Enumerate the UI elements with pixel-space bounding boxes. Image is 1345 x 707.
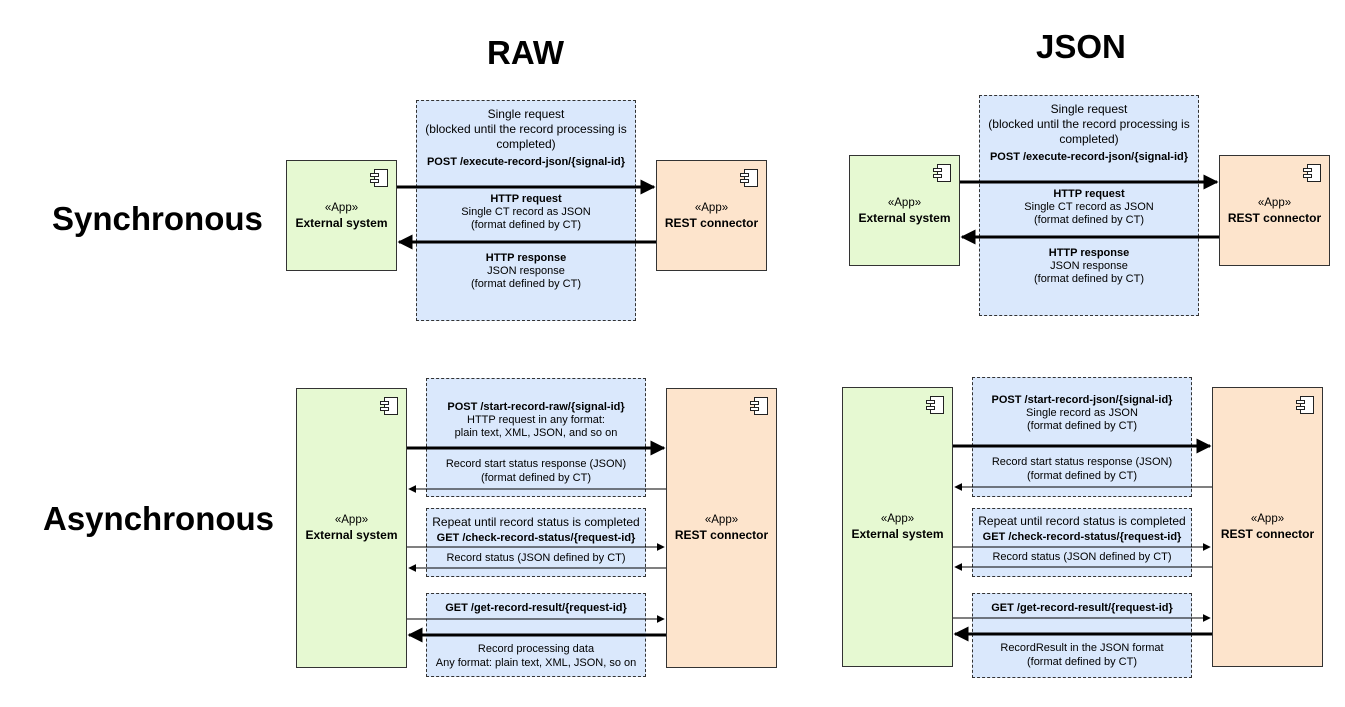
result-data-label: RecordResult in the JSON format bbox=[1000, 642, 1164, 654]
http-request-detail: Single CT record as JSON bbox=[461, 206, 591, 218]
start-status-response-detail: (format defined by CT) bbox=[1026, 470, 1138, 482]
http-response-title: HTTP response bbox=[1048, 247, 1130, 259]
start-request-detail: HTTP request in any format: bbox=[467, 414, 605, 426]
result-data-label: Record processing data bbox=[477, 643, 595, 655]
component-icon bbox=[740, 169, 758, 187]
component-icon bbox=[1303, 164, 1321, 182]
http-response-detail: JSON response bbox=[1050, 260, 1128, 272]
start-request-detail: plain text, XML, JSON, and so on bbox=[454, 427, 618, 439]
single-request-label: Single request bbox=[487, 107, 565, 121]
stereotype-label: «App» bbox=[334, 514, 369, 526]
component-name: External system bbox=[295, 215, 388, 230]
stereotype-label: «App» bbox=[694, 201, 729, 214]
endpoint-label: POST /execute-record-json/{signal-id} bbox=[426, 156, 626, 168]
async-json-repeat-note bbox=[972, 508, 1192, 577]
http-request-title: HTTP request bbox=[1053, 188, 1125, 200]
http-request-detail: Single CT record as JSON bbox=[1024, 201, 1154, 213]
component-name: REST connector bbox=[1220, 527, 1315, 541]
component-icon bbox=[926, 396, 944, 414]
json-column-title: JSON bbox=[1036, 28, 1126, 65]
blocked-note-line: completed) bbox=[496, 137, 556, 151]
asynchronous-row-label: Asynchronous bbox=[43, 500, 275, 537]
result-endpoint-label: GET /get-record-result/{request-id} bbox=[445, 602, 627, 614]
http-response-detail: (format defined by CT) bbox=[1033, 273, 1145, 285]
repeat-label: Repeat until record status is completed bbox=[432, 515, 640, 529]
blocked-note-line: (blocked until the record processing is bbox=[425, 122, 627, 136]
stereotype-label: «App» bbox=[1250, 513, 1285, 525]
http-request-detail: (format defined by CT) bbox=[470, 219, 582, 231]
raw-column-title: RAW bbox=[487, 34, 564, 71]
start-status-response-label: Record start status response (JSON) bbox=[991, 456, 1173, 468]
blocked-note-line: completed) bbox=[1059, 132, 1119, 146]
start-request-detail: Single record as JSON bbox=[1026, 407, 1138, 419]
single-request-label: Single request bbox=[1050, 102, 1128, 116]
sync-raw-external-system: «App» External system bbox=[286, 160, 397, 271]
http-response-detail: JSON response bbox=[487, 265, 565, 277]
start-status-response-label: Record start status response (JSON) bbox=[445, 458, 627, 470]
record-status-label: Record status (JSON defined by CT) bbox=[992, 551, 1172, 563]
component-name: REST connector bbox=[1227, 210, 1322, 225]
sync-raw-note bbox=[416, 100, 636, 321]
http-response-title: HTTP response bbox=[485, 252, 567, 264]
stereotype-label: «App» bbox=[880, 513, 915, 525]
component-name: External system bbox=[305, 528, 398, 542]
result-data-detail: Any format: plain text, XML, JSON, so on bbox=[435, 657, 637, 669]
http-request-detail: (format defined by CT) bbox=[1033, 214, 1145, 226]
check-endpoint-label: GET /check-record-status/{request-id} bbox=[982, 531, 1182, 543]
component-icon bbox=[933, 164, 951, 182]
start-endpoint-label: POST /start-record-raw/{signal-id} bbox=[447, 401, 625, 413]
async-json-external-system: «App» External system bbox=[842, 387, 953, 667]
component-name: REST connector bbox=[664, 215, 759, 230]
async-json-rest-connector: «App» REST connector bbox=[1212, 387, 1323, 667]
component-name: External system bbox=[851, 527, 944, 541]
component-icon bbox=[750, 397, 768, 415]
sync-json-note bbox=[979, 95, 1199, 316]
result-data-detail: (format defined by CT) bbox=[1026, 656, 1138, 668]
start-endpoint-label: POST /start-record-json/{signal-id} bbox=[991, 394, 1173, 406]
component-icon bbox=[1296, 396, 1314, 414]
synchronous-row-label: Synchronous bbox=[52, 200, 263, 237]
async-raw-start-note bbox=[426, 378, 646, 497]
stereotype-label: «App» bbox=[887, 196, 922, 209]
component-name: REST connector bbox=[674, 528, 769, 542]
start-status-response-detail: (format defined by CT) bbox=[480, 472, 592, 484]
http-response-detail: (format defined by CT) bbox=[470, 278, 582, 290]
async-json-start-note bbox=[972, 377, 1192, 497]
http-request-title: HTTP request bbox=[490, 193, 562, 205]
repeat-label: Repeat until record status is completed bbox=[978, 514, 1186, 528]
check-endpoint-label: GET /check-record-status/{request-id} bbox=[436, 532, 636, 544]
async-raw-external-system: «App» External system bbox=[296, 388, 407, 668]
blocked-note-line: (blocked until the record processing is bbox=[988, 117, 1190, 131]
async-raw-rest-connector: «App» REST connector bbox=[666, 388, 777, 668]
record-status-label: Record status (JSON defined by CT) bbox=[446, 552, 626, 564]
start-request-detail: (format defined by CT) bbox=[1026, 420, 1138, 432]
stereotype-label: «App» bbox=[324, 201, 359, 214]
stereotype-label: «App» bbox=[1257, 196, 1292, 209]
result-endpoint-label: GET /get-record-result/{request-id} bbox=[991, 602, 1173, 614]
component-name: External system bbox=[858, 210, 951, 225]
endpoint-label: POST /execute-record-json/{signal-id} bbox=[989, 151, 1189, 163]
stereotype-label: «App» bbox=[704, 514, 739, 526]
component-icon bbox=[380, 397, 398, 415]
component-icon bbox=[370, 169, 388, 187]
async-raw-repeat-note bbox=[426, 508, 646, 577]
